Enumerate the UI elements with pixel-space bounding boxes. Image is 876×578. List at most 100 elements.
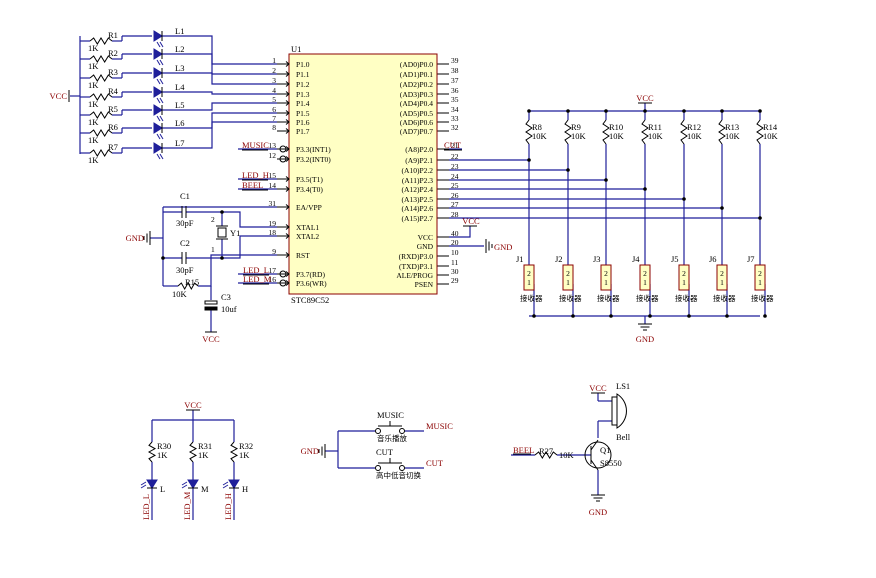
y1-pin-1: 1 xyxy=(211,245,215,254)
mcu-vcc-label: VCC xyxy=(462,216,480,226)
resistor-ref: R4 xyxy=(108,86,119,96)
mcu-pin-name: ALE/PROG xyxy=(396,271,433,280)
diode-triangle xyxy=(153,48,163,60)
indicator-r-value: 1K xyxy=(239,450,250,460)
receiver-label: 接收器 xyxy=(559,293,582,303)
xtal1-wire xyxy=(222,211,277,228)
gnd-symbol-receivers xyxy=(638,323,652,331)
emit-arrow xyxy=(159,41,164,48)
resistor-ref: R2 xyxy=(108,48,118,58)
switch-contact xyxy=(399,428,405,434)
pin-arrow xyxy=(285,176,290,182)
y1-pin-2: 2 xyxy=(211,215,215,224)
receiver-ref: J2 xyxy=(555,254,563,264)
resistor-4 xyxy=(89,93,113,101)
resistor-value: 1K xyxy=(88,135,99,145)
indicator-led-2-icon xyxy=(181,479,199,489)
led-to-mcu-wire xyxy=(162,91,277,95)
mcu-pin-name: (RXD)P3.0 xyxy=(399,252,434,261)
pullup-value: 10K xyxy=(687,131,703,141)
mcu-pin-number: 29 xyxy=(451,276,459,285)
junction-dot xyxy=(758,216,762,220)
mcu-pin-name: (AD7)P0.7 xyxy=(400,127,433,136)
r27-ref: R27 xyxy=(539,446,553,456)
junction-dot xyxy=(682,197,686,201)
r27-value: 10K xyxy=(559,450,575,460)
switch-contact xyxy=(375,465,381,471)
mcu-pin-number: 16 xyxy=(269,275,277,284)
mcu-pin-number: 27 xyxy=(451,200,459,209)
receiver-label: 接收器 xyxy=(751,293,774,303)
diode-triangle xyxy=(153,86,163,98)
receiver-pin-1: 1 xyxy=(758,278,762,287)
r15-value: 10K xyxy=(172,289,188,299)
pin-arrow xyxy=(285,271,290,277)
xtal2-wire xyxy=(222,235,277,259)
pullup-ref: R13 xyxy=(725,122,739,132)
emit-arrow xyxy=(156,153,161,160)
led-6-icon xyxy=(153,122,164,140)
resistor-value: 1K xyxy=(88,155,99,165)
led-to-mcu-wire xyxy=(162,102,277,111)
led-1-icon xyxy=(153,30,164,48)
receiver-ref: J7 xyxy=(747,254,755,264)
mcu-pin-number: 38 xyxy=(451,66,459,75)
vcc-label: VCC xyxy=(50,91,68,101)
gnd-symbol-right xyxy=(485,239,493,253)
mcu-pin-number: 24 xyxy=(451,172,459,181)
diode-triangle xyxy=(187,479,199,489)
mcu-pin-name: P3.5(T1) xyxy=(296,175,323,184)
pullup-value: 10K xyxy=(648,131,664,141)
mcu-pin-name: P3.4(T0) xyxy=(296,185,323,194)
diode-triangle xyxy=(153,142,163,154)
mcu-pin-name: (A9)P2.1 xyxy=(405,156,433,165)
led-ref: L3 xyxy=(175,63,184,73)
indicator-net-label: LED_M xyxy=(182,491,192,520)
pin-arrow xyxy=(285,204,290,210)
c2-ref: C2 xyxy=(180,238,190,248)
resistor-r12 xyxy=(680,119,688,145)
resistor-ref: R5 xyxy=(108,104,118,114)
mcu-pin-name: P3.6(WR) xyxy=(296,279,327,288)
mcu-pin-name: XTAL2 xyxy=(296,232,319,241)
mcu-pin-number: 2 xyxy=(272,66,276,75)
mcu-pin-number: 21 xyxy=(451,141,459,150)
mcu-pin-number: 14 xyxy=(269,181,277,190)
junction-dot xyxy=(571,314,575,318)
pin-arrow xyxy=(285,280,290,286)
junction-dot xyxy=(604,178,608,182)
mcu-pin-number: 33 xyxy=(451,114,459,123)
receiver-ref: J3 xyxy=(593,254,601,264)
component-layer xyxy=(68,30,767,502)
pin-arrow xyxy=(285,81,290,87)
indicator-net-label: LED_L xyxy=(141,494,151,520)
bell-body xyxy=(611,396,618,426)
mcu-pin-number: 26 xyxy=(451,191,459,200)
diode-triangle xyxy=(153,67,163,79)
mcu-pin-number: 3 xyxy=(272,76,276,85)
led-ref: L1 xyxy=(175,26,184,36)
pullup-ref: R9 xyxy=(571,122,581,132)
mcu-pin-number: 8 xyxy=(272,123,276,132)
led-to-mcu-wire xyxy=(162,53,277,75)
mcu-pin-number: 20 xyxy=(451,238,459,247)
receiver-body xyxy=(562,264,574,291)
mcu-pin-name: P1.6 xyxy=(296,118,310,127)
mcu-pin-number: 22 xyxy=(451,152,459,161)
indicator-r-value: 1K xyxy=(198,450,209,460)
mcu-pin-name: (A11)P2.3 xyxy=(402,176,433,185)
mcu-pin-number: 28 xyxy=(451,210,459,219)
net-label-led_l: LED_L xyxy=(243,265,269,275)
receiver-pin-2: 2 xyxy=(682,269,686,278)
emit-arrow xyxy=(140,481,147,486)
receiver-pin-1: 1 xyxy=(566,278,570,287)
led-5-icon xyxy=(153,104,164,122)
led-2-icon xyxy=(153,48,164,66)
receiver-pin-1: 1 xyxy=(643,278,647,287)
mcu-pin-number: 6 xyxy=(272,105,276,114)
mcu-pin-name: (AD0)P0.0 xyxy=(400,60,433,69)
c1-ref: C1 xyxy=(180,191,190,201)
junction-dot xyxy=(609,314,613,318)
mcu-pin-number: 23 xyxy=(451,162,459,171)
